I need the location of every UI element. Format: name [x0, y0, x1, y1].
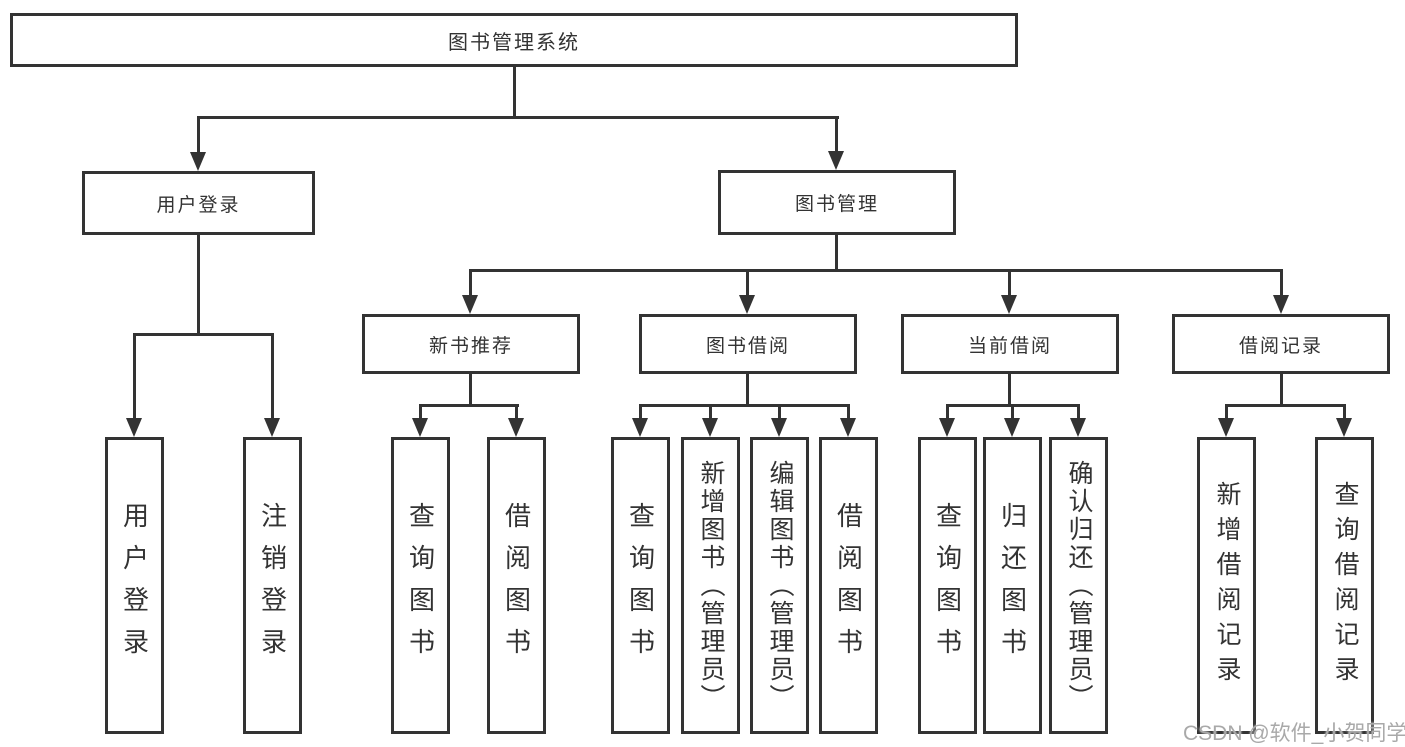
- node-label: 图书借阅: [705, 335, 790, 357]
- connector-line: [133, 333, 136, 421]
- node-label: 查询借阅记录: [1331, 480, 1359, 691]
- connector-line: [835, 116, 838, 156]
- node-label: 图书管理: [794, 194, 879, 215]
- connector-line: [515, 404, 518, 421]
- connector-line: [746, 269, 749, 298]
- arrow-down-icon: [462, 295, 478, 314]
- arrow-down-icon: [1001, 295, 1017, 314]
- leaf-confirm-return-admin: 确认归还（管理员）: [1049, 437, 1108, 734]
- arrow-down-icon: [1273, 295, 1289, 314]
- connector-line: [197, 116, 839, 119]
- connector-line: [1280, 269, 1283, 298]
- connector-line: [639, 404, 642, 421]
- connector-line: [197, 235, 200, 336]
- node-label: 查询图书: [625, 501, 656, 670]
- connector-line: [419, 404, 519, 407]
- connector-line: [946, 404, 949, 421]
- connector-line: [1011, 404, 1014, 421]
- node-label: 新书推荐: [428, 335, 513, 357]
- csdn-watermark: CSDN @软件_小贺同学: [1183, 722, 1405, 745]
- arrow-down-icon: [412, 418, 428, 437]
- arrow-down-icon: [126, 418, 142, 437]
- leaf-add-book-admin: 新增图书（管理员）: [681, 437, 740, 734]
- arrow-down-icon: [739, 295, 755, 314]
- connector-line: [778, 404, 781, 421]
- leaf-edit-book-admin: 编辑图书（管理员）: [750, 437, 809, 734]
- leaf-query-book-3: 查询图书: [918, 437, 977, 734]
- node-new-book-recommend: 新书推荐: [362, 314, 580, 374]
- node-label: 查询图书: [405, 501, 436, 670]
- leaf-query-book-2: 查询图书: [611, 437, 670, 734]
- arrow-down-icon: [828, 151, 844, 170]
- connector-line: [1225, 404, 1345, 407]
- node-label: 借阅记录: [1238, 335, 1323, 357]
- connector-line: [197, 116, 200, 156]
- node-label: 用户登录: [119, 501, 150, 670]
- node-borrow-record: 借阅记录: [1172, 314, 1390, 374]
- node-label: 图书管理系统: [448, 31, 580, 54]
- leaf-query-borrow-record: 查询借阅记录: [1315, 437, 1374, 734]
- node-label: 查询图书: [932, 501, 963, 670]
- connector-line: [1225, 404, 1228, 421]
- arrow-down-icon: [702, 418, 718, 437]
- connector-line: [709, 404, 712, 421]
- node-label: 新增借阅记录: [1213, 480, 1241, 691]
- connector-line: [1008, 269, 1011, 298]
- node-label: 确认归还（管理员）: [1065, 459, 1093, 712]
- arrow-down-icon: [1336, 418, 1352, 437]
- connector-line: [746, 374, 749, 407]
- connector-line: [1008, 374, 1011, 407]
- node-label: 注销登录: [257, 501, 288, 670]
- node-user-login: 用户登录: [82, 171, 315, 235]
- leaf-borrow-book-2: 借阅图书: [819, 437, 878, 734]
- connector-line: [639, 404, 850, 407]
- arrow-down-icon: [508, 418, 524, 437]
- node-library-system: 图书管理系统: [10, 13, 1018, 67]
- connector-line: [1343, 404, 1346, 421]
- connector-line: [1077, 404, 1080, 421]
- node-label: 用户登录: [156, 194, 241, 216]
- leaf-query-book-1: 查询图书: [391, 437, 450, 734]
- node-label: 当前借阅: [967, 335, 1052, 357]
- node-book-management: 图书管理: [718, 170, 956, 235]
- connector-line: [133, 333, 274, 336]
- node-label: 归还图书: [997, 501, 1028, 670]
- leaf-borrow-book-1: 借阅图书: [487, 437, 546, 734]
- leaf-return-book: 归还图书: [983, 437, 1042, 734]
- node-book-borrow: 图书借阅: [639, 314, 857, 374]
- leaf-user-login: 用户登录: [105, 437, 164, 734]
- connector-line: [1280, 374, 1283, 407]
- connector-line: [469, 269, 1283, 272]
- leaf-add-borrow-record: 新增借阅记录: [1197, 437, 1256, 734]
- arrow-down-icon: [190, 152, 206, 171]
- node-label: 借阅图书: [501, 501, 532, 670]
- connector-line: [513, 67, 516, 118]
- node-current-borrow: 当前借阅: [901, 314, 1119, 374]
- connector-line: [271, 333, 274, 421]
- connector-line: [835, 235, 838, 271]
- arrow-down-icon: [632, 418, 648, 437]
- arrow-down-icon: [1218, 418, 1234, 437]
- connector-line: [419, 404, 422, 421]
- arrow-down-icon: [939, 418, 955, 437]
- node-label: 借阅图书: [833, 501, 864, 670]
- arrow-down-icon: [1070, 418, 1086, 437]
- arrow-down-icon: [1004, 418, 1020, 437]
- arrow-down-icon: [840, 418, 856, 437]
- arrow-down-icon: [264, 418, 280, 437]
- node-label: 新增图书（管理员）: [697, 459, 725, 712]
- leaf-logout: 注销登录: [243, 437, 302, 734]
- node-label: 编辑图书（管理员）: [766, 459, 794, 712]
- connector-line: [469, 269, 472, 298]
- connector-line: [469, 374, 472, 407]
- connector-line: [847, 404, 850, 421]
- arrow-down-icon: [771, 418, 787, 437]
